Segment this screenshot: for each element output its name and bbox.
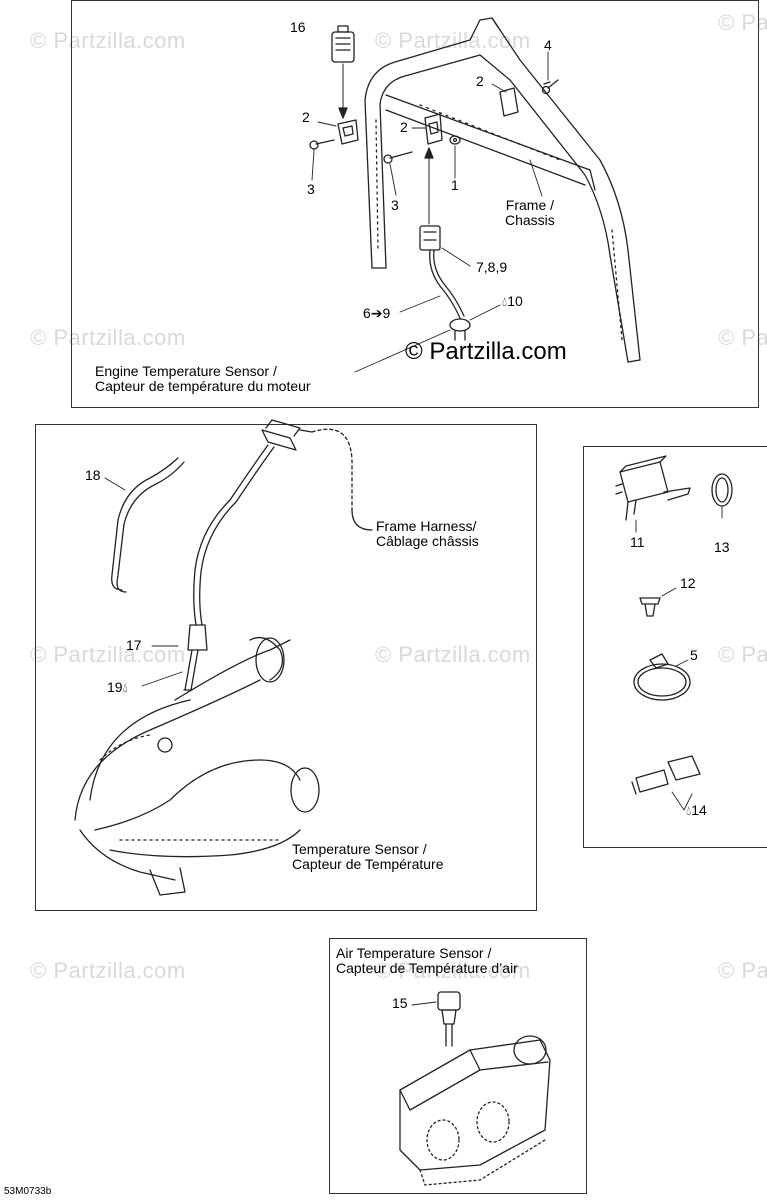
callout-13: 13: [714, 539, 730, 555]
watermark: © Partzilla.com: [718, 958, 767, 983]
callout-14: 💧︎14: [686, 802, 707, 819]
air-temp-sensor-drawing: [411, 991, 461, 1047]
callout-12: 12: [680, 575, 696, 591]
clamp-13-drawing: [711, 473, 733, 519]
callout-7-8-9: 7,8,9: [476, 259, 508, 275]
callout-3: 3: [307, 181, 315, 197]
frame-chassis-label: Frame / Chassis: [505, 197, 555, 228]
callout-1: 1: [451, 177, 459, 193]
callout-2: 2: [302, 109, 310, 125]
frame-chassis-drawing: [364, 17, 641, 363]
engine-temp-sensor-title: Engine Temperature Sensor / Capteur de t…: [95, 363, 311, 394]
callout-19: 19💧︎: [107, 679, 128, 696]
push-rivet-12-drawing: [639, 587, 677, 617]
watermark: © Partzilla.com: [375, 28, 531, 53]
airbox-drawing: [399, 1035, 551, 1186]
watermark: © Partzilla.com: [30, 325, 186, 350]
tube-18-drawing: [111, 457, 185, 593]
callout-15: 15: [392, 995, 408, 1011]
watermark: © Partzilla.com: [718, 642, 767, 667]
diagram-code: 53M0733b: [4, 1186, 52, 1197]
exhaust-pipe-drawing: [74, 636, 320, 896]
partzilla-brand: © Partzilla.com: [405, 338, 567, 365]
exhaust-temp-sensor-drawing: [183, 419, 373, 691]
callout-11: 11: [630, 534, 645, 550]
exhaust-temp-sensor-title: Temperature Sensor / Capteur de Températ…: [292, 841, 444, 872]
bolt-4-drawing: [541, 79, 559, 95]
air-temp-sensor-panel: [329, 938, 587, 1194]
callout-16: 16: [290, 19, 306, 35]
callout-6-to-9: 6➔9: [363, 305, 391, 321]
misc-parts-panel: [583, 446, 767, 848]
callout-5: 5: [690, 647, 698, 663]
screw-3-drawing: [309, 139, 413, 164]
callout-17: 17: [126, 637, 142, 653]
callout-2: 2: [400, 119, 408, 135]
drop-icon: 💧︎: [122, 680, 128, 695]
callout-10: 💧︎10: [502, 293, 523, 310]
cable-tie-5-drawing: [633, 653, 691, 701]
watermark: © Partzilla.com: [375, 958, 531, 983]
frame-harness-label: Frame Harness/ Câblage châssis: [376, 518, 479, 549]
air-temp-sensor-title: Air Temperature Sensor / Capteur de Temp…: [336, 945, 518, 976]
callout-18: 18: [85, 467, 101, 483]
engine-temp-sensor-panel: [71, 0, 759, 408]
watermark: © Partzilla.com: [30, 28, 186, 53]
leader-lines-panel-2: [104, 477, 183, 687]
watermark: © Partzilla.com: [30, 958, 186, 983]
leader-lines-panel-1: [311, 51, 549, 373]
watermark: © Partzilla.com: [375, 642, 531, 667]
callout-3: 3: [391, 197, 399, 213]
connector-16-drawing: [331, 25, 355, 119]
clip-2-drawing: [337, 87, 519, 145]
washer-1-drawing: [449, 135, 461, 145]
drop-icon: 💧︎: [502, 294, 508, 309]
callout-2: 2: [476, 73, 484, 89]
callout-4: 4: [544, 37, 552, 53]
connector-14-drawing: [631, 755, 701, 811]
drop-icon: 💧︎: [686, 803, 692, 818]
relay-11-drawing: [615, 455, 691, 533]
engine-temp-sensor-drawing: [419, 147, 471, 341]
